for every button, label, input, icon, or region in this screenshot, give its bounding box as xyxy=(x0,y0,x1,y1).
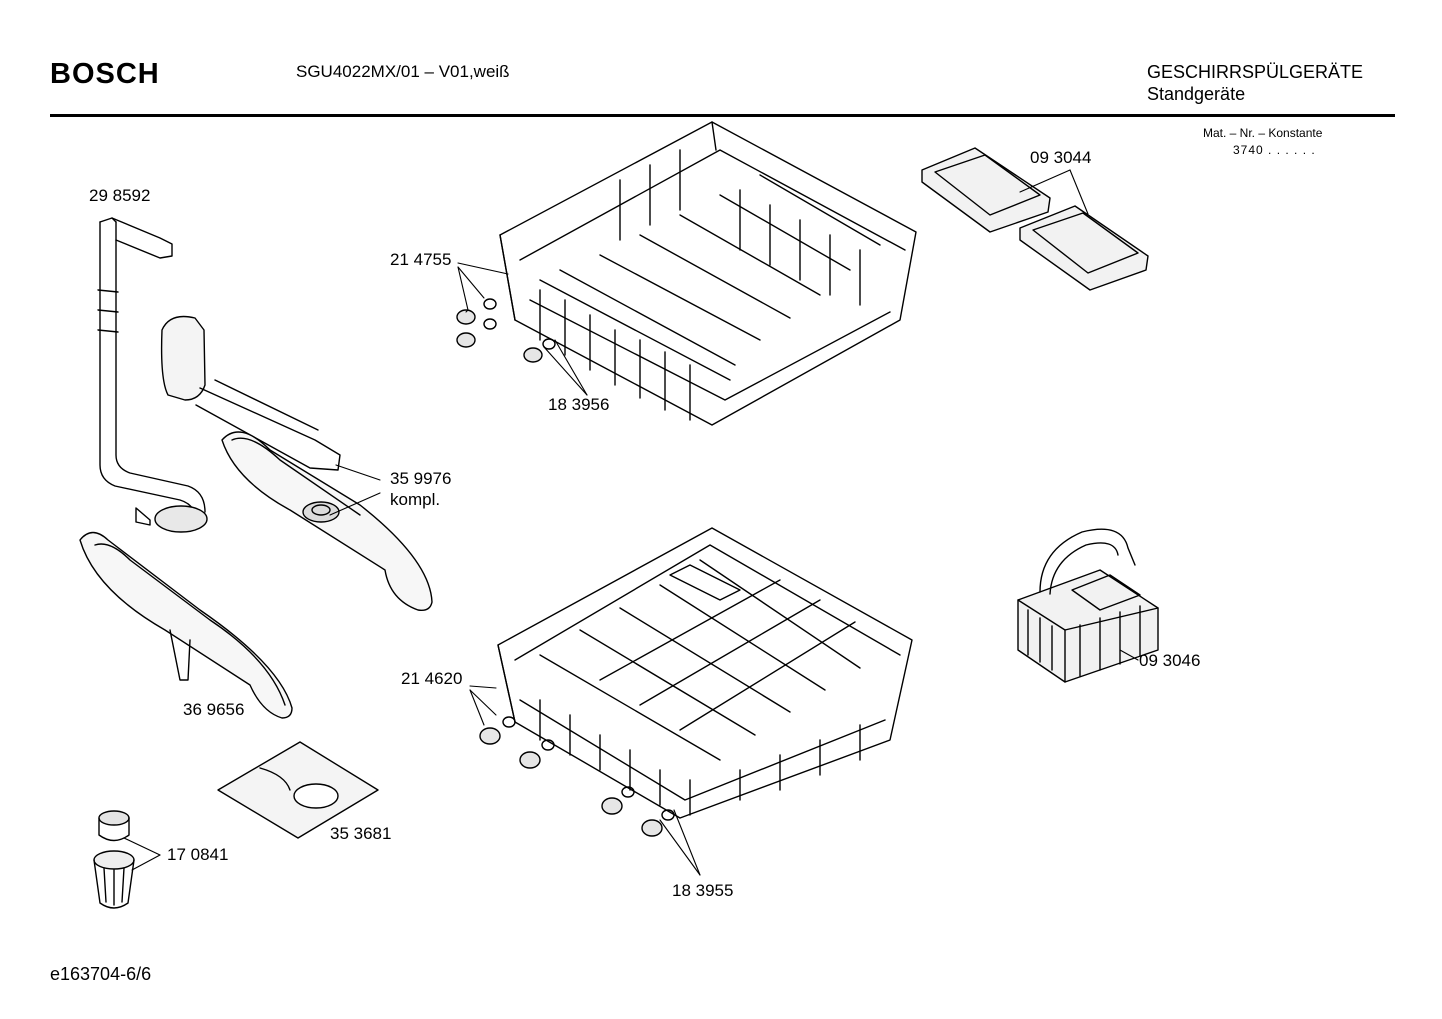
part-label-298592: 29 8592 xyxy=(89,186,151,205)
part-label-359976: 35 9976 xyxy=(390,469,452,488)
sieve-plate-drawing xyxy=(217,741,379,839)
lower-basket-roller-drawing xyxy=(479,716,675,837)
lower-basket-drawing xyxy=(497,527,913,819)
appliance-subcategory: Standgeräte xyxy=(1147,84,1246,104)
part-label-214620: 21 4620 xyxy=(401,669,463,688)
upper-spray-arm-drawing xyxy=(160,315,433,612)
spray-supply-tube-drawing xyxy=(97,217,208,533)
leader-lines xyxy=(123,169,1139,876)
cutlery-basket-drawing xyxy=(1017,528,1159,683)
part-label-353681: 35 3681 xyxy=(330,824,392,843)
part-label-369656: 36 9656 xyxy=(183,700,245,719)
part-label-093044: 09 3044 xyxy=(1030,148,1092,167)
cup-shelf-drawing xyxy=(921,147,1149,291)
part-label-170841: 17 0841 xyxy=(167,845,229,864)
appliance-category: GESCHIRRSPÜLGERÄTE xyxy=(1147,62,1364,82)
filter-drawing xyxy=(93,810,135,909)
part-label-183955: 18 3955 xyxy=(672,881,734,900)
upper-basket-drawing xyxy=(499,121,917,426)
document-code: e163704-6/6 xyxy=(50,964,152,984)
material-number-value: 3740 . . . . . . xyxy=(1233,143,1316,157)
lower-spray-arm-drawing xyxy=(79,531,293,719)
part-label-093046: 09 3046 xyxy=(1139,651,1201,670)
part-label-183956: 18 3956 xyxy=(548,395,610,414)
model-number: SGU4022MX/01 – V01,weiß xyxy=(296,62,510,81)
header-divider xyxy=(50,114,1395,117)
part-note-359976: kompl. xyxy=(390,490,441,509)
material-number-label: Mat. – Nr. – Konstante xyxy=(1203,126,1323,140)
brand-logo: BOSCH xyxy=(50,58,160,90)
part-label-214755: 21 4755 xyxy=(390,250,452,269)
upper-basket-roller-drawing xyxy=(456,298,556,363)
